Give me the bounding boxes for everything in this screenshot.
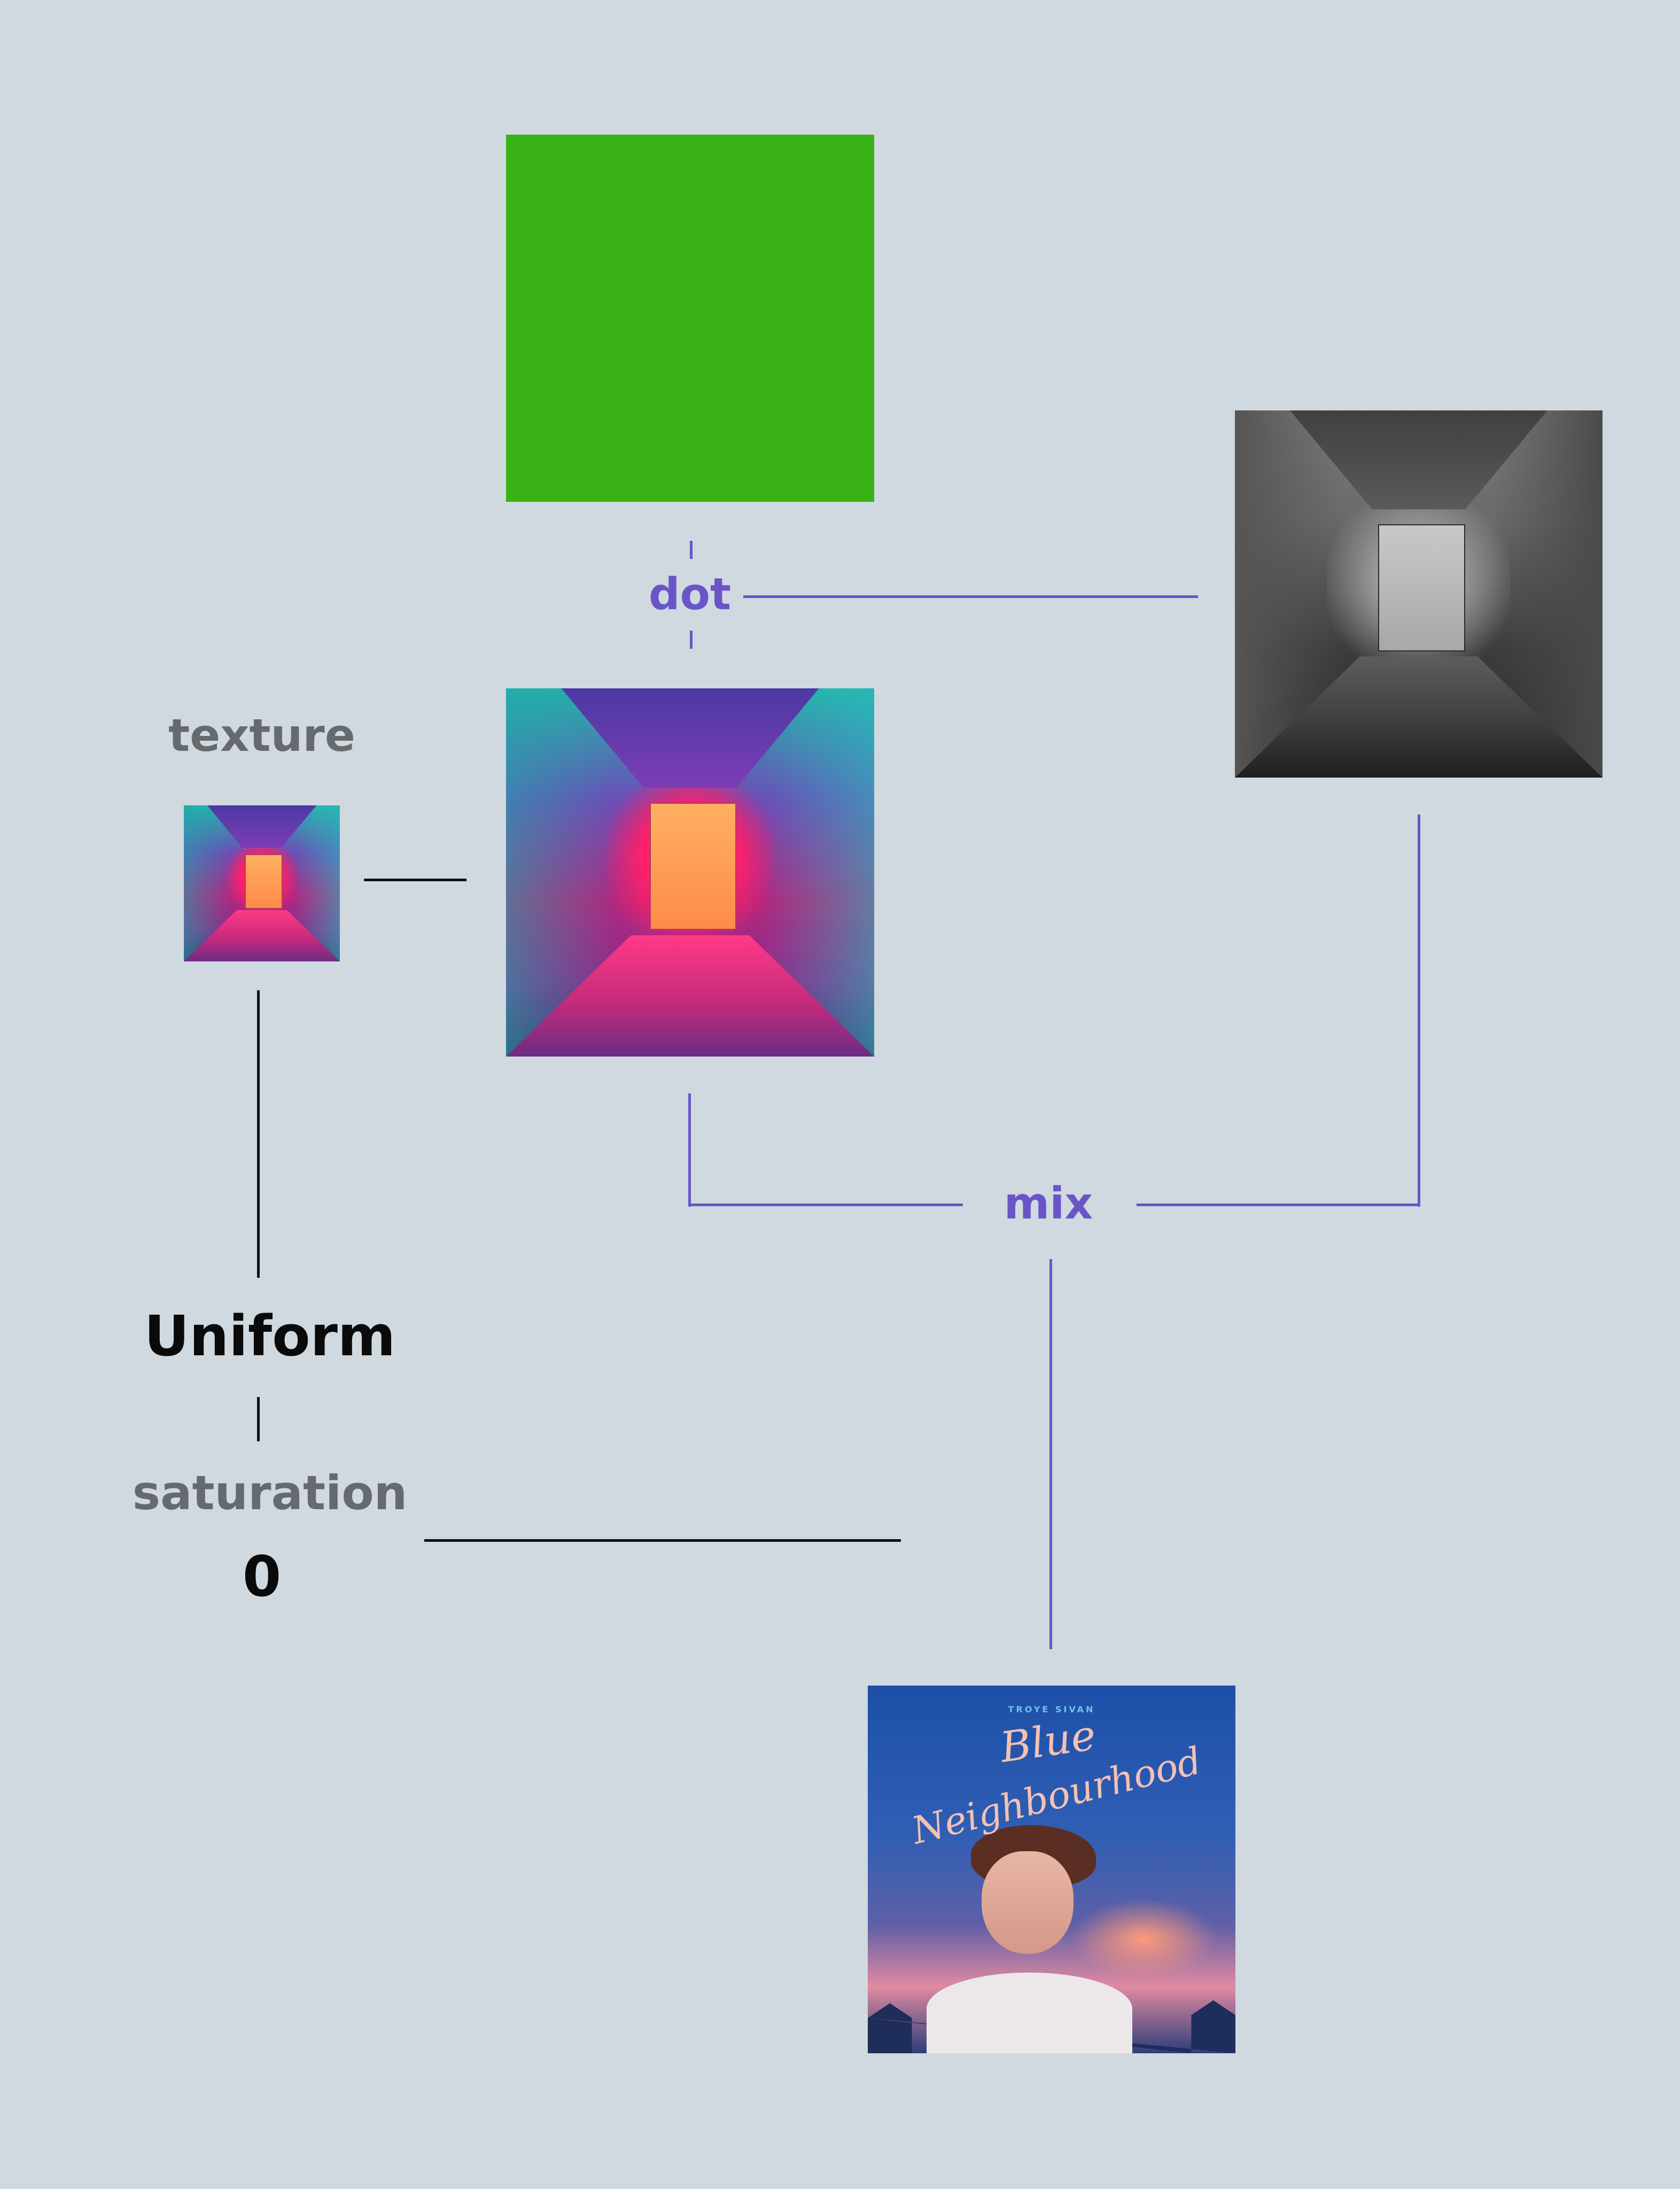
saturation-value[interactable]: 0 xyxy=(242,1544,282,1609)
texture-label: texture xyxy=(168,709,355,762)
connector-dot-to-corridor xyxy=(690,631,693,649)
texture-thumbnail xyxy=(184,805,340,961)
connector-grayscale-to-mix xyxy=(1137,1204,1420,1206)
connector-corridor-to-mix xyxy=(688,1204,963,1206)
saturation-label: saturation xyxy=(132,1465,408,1520)
connector-dot-to-grayscale xyxy=(743,595,1198,598)
connector-texture-to-corridor xyxy=(364,879,466,881)
dot-node-label: dot xyxy=(648,569,732,620)
green-color-swatch xyxy=(506,135,874,502)
connector-saturation-to-mix xyxy=(424,1539,901,1542)
connector-uniform-to-saturation xyxy=(257,1397,260,1441)
connector-texture-to-uniform xyxy=(257,990,260,1278)
uniform-label: Uniform xyxy=(144,1303,396,1369)
connector-grayscale-down xyxy=(1418,814,1420,1207)
mix-node-label: mix xyxy=(1004,1178,1093,1229)
output-album-image: TROYE SIVAN Blue Neighbourhood xyxy=(868,1686,1235,2053)
connector-mix-to-output xyxy=(1049,1259,1052,1649)
corridor-image xyxy=(506,688,874,1057)
grayscale-corridor-image xyxy=(1235,410,1603,778)
connector-green-to-dot xyxy=(690,541,693,559)
connector-corridor-down xyxy=(688,1093,691,1207)
album-artist-text: TROYE SIVAN xyxy=(1008,1704,1095,1714)
